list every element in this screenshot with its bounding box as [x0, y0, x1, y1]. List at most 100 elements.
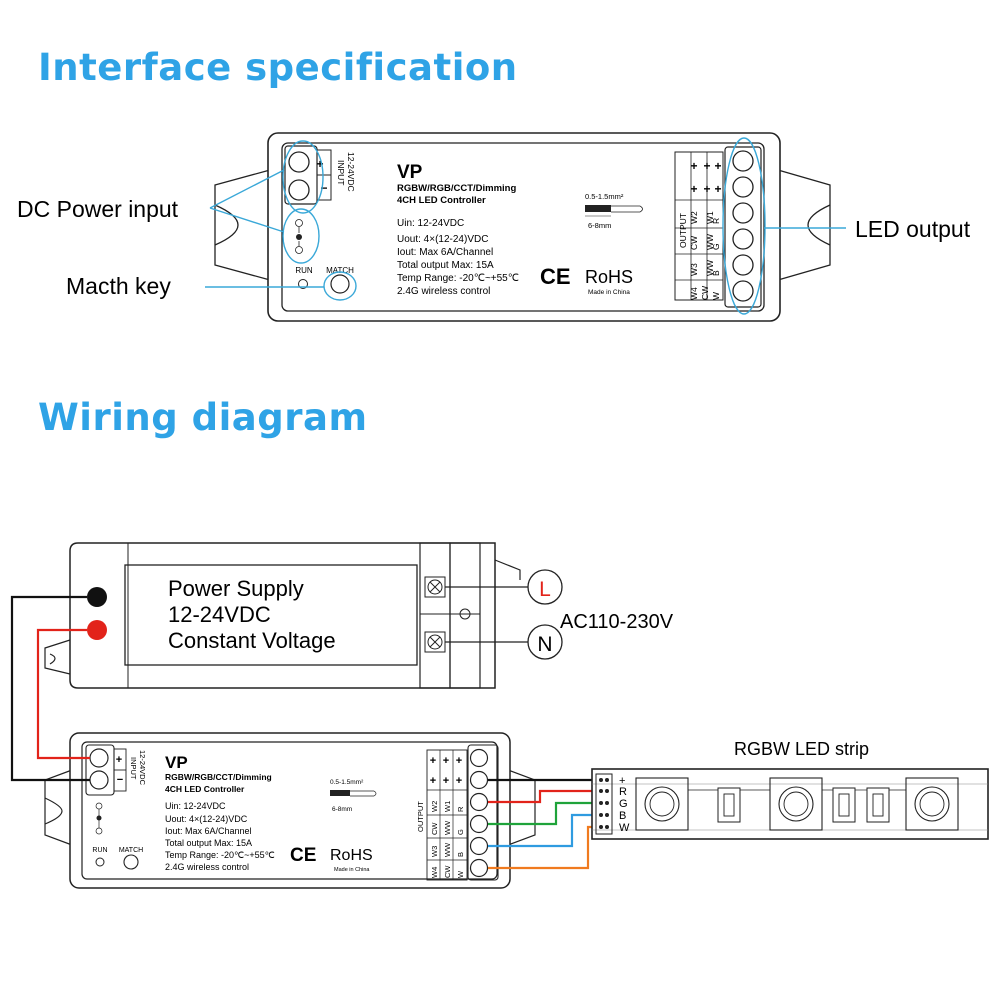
svg-text:+: +: [430, 755, 436, 767]
b-input-plus: +: [116, 754, 122, 766]
ps-line2: 12-24VDC: [168, 602, 271, 627]
out-b: B: [711, 270, 721, 276]
b-subtitle-2: 4CH LED Controller: [165, 784, 245, 794]
output-label: OUTPUT: [678, 213, 688, 248]
b-out-cw-1: CW: [430, 822, 439, 835]
controller-top: [214, 132, 831, 322]
controller-bottom: [44, 732, 536, 889]
b-spec-temp: Temp Range: -20℃~+55℃: [165, 850, 275, 860]
spec-uin: Uin: 12-24VDC: [397, 218, 464, 229]
strip-pin-plus: +: [619, 775, 625, 787]
b-out-w1: W1: [443, 801, 452, 812]
b-out-w2: W2: [430, 801, 439, 812]
svg-text:+: +: [703, 182, 710, 196]
strip-length: 6-8mm: [588, 221, 611, 230]
b-rohs-mark: RoHS: [330, 847, 373, 864]
controller-subtitle-1: RGBW/RGB/CCT/Dimming: [397, 183, 516, 194]
svg-text:+: +: [456, 775, 462, 787]
out-cw-2: CW: [700, 286, 710, 300]
spec-iout: Iout: Max 6A/Channel: [397, 247, 493, 258]
callout-dc-power-input: DC Power input: [17, 196, 179, 222]
strip-pin-r: R: [619, 786, 627, 798]
b-subtitle-1: RGBW/RGB/CCT/Dimming: [165, 772, 272, 782]
strip-pin-w: W: [619, 822, 630, 834]
out-w3: W3: [689, 263, 699, 276]
svg-text:+: +: [430, 775, 436, 787]
made-in-china: Made in China: [588, 289, 630, 296]
model-name: VP: [397, 162, 423, 183]
svg-text:+: +: [443, 755, 449, 767]
rohs-mark: RoHS: [585, 267, 633, 287]
b-out-ww-1: WW: [443, 820, 452, 835]
b-spec-uin: Uin: 12-24VDC: [165, 801, 226, 811]
b-spec-total: Total output Max: 15A: [165, 838, 252, 848]
out-cw-1: CW: [689, 236, 699, 250]
ps-line1: Power Supply: [168, 576, 304, 601]
input-voltage: 12-24VDC: [346, 152, 356, 192]
match-label: MATCH: [326, 266, 354, 275]
controller-subtitle-2: 4CH LED Controller: [397, 195, 486, 206]
ac-voltage-label: AC110-230V: [560, 611, 674, 633]
b-out-cw-2: CW: [443, 865, 452, 878]
b-spec-iout: Iout: Max 6A/Channel: [165, 826, 252, 836]
run-label: RUN: [295, 266, 313, 275]
out-ww-1: WW: [705, 234, 715, 250]
bottom-output-terminals: [469, 748, 489, 878]
svg-text:+: +: [714, 159, 721, 173]
strip-pin-g: G: [619, 798, 628, 810]
callout-led-output: LED output: [855, 216, 971, 242]
strip-pin-b: B: [619, 810, 626, 822]
svg-text:+: +: [703, 159, 710, 173]
led-strip-title: RGBW LED strip: [734, 739, 869, 759]
terminal-l: L: [539, 578, 551, 601]
input-minus: −: [320, 181, 327, 195]
b-run-label: RUN: [92, 847, 107, 854]
b-out-g: G: [456, 829, 465, 835]
b-ce-mark: CE: [290, 845, 316, 866]
b-input-label: INPUT: [129, 757, 138, 780]
out-ww-2: WW: [705, 260, 715, 276]
b-out-w3: W3: [430, 846, 439, 857]
b-output-plus-signs: +++ +++: [430, 755, 462, 787]
input-label: INPUT: [336, 160, 346, 186]
svg-text:+: +: [714, 182, 721, 196]
spec-total: Total output Max: 15A: [397, 260, 494, 271]
b-strip-length: 6-8mm: [332, 806, 352, 813]
spec-wireless: 2.4G wireless control: [397, 286, 490, 297]
b-wire-gauge: 0.5-1.5mm²: [330, 779, 364, 786]
callout-match-key: Macth key: [66, 273, 171, 299]
input-plus: +: [316, 157, 323, 171]
b-output-label: OUTPUT: [416, 801, 425, 832]
b-out-b: B: [456, 852, 465, 857]
interface-spec-title: Interface specification: [38, 46, 518, 89]
wire-gauge: 0.5-1.5mm²: [585, 192, 624, 201]
b-model-name: VP: [165, 753, 188, 772]
b-spec-uout: Uout: 4×(12-24)VDC: [165, 814, 248, 824]
out-w2: W2: [689, 211, 699, 224]
ce-mark: CE: [540, 264, 571, 289]
power-supply: [44, 542, 563, 689]
ps-positive-terminal: [87, 620, 107, 640]
wiring-diagram-title: Wiring diagram: [38, 396, 368, 439]
strip-pads: [599, 778, 609, 829]
terminal-n: N: [537, 633, 552, 656]
b-out-r: R: [456, 806, 465, 812]
out-w4: W4: [689, 287, 699, 300]
out-w1: W1: [705, 211, 715, 224]
b-made-in-china: Made in China: [334, 867, 370, 873]
out-w: W: [711, 292, 721, 300]
out-r: R: [711, 218, 721, 224]
b-spec-wireless: 2.4G wireless control: [165, 862, 249, 872]
b-input-voltage: 12-24VDC: [138, 750, 147, 786]
b-out-w: W: [456, 870, 465, 878]
b-out-w4: W4: [430, 867, 439, 878]
svg-text:+: +: [443, 775, 449, 787]
led-strip: [591, 768, 989, 840]
svg-text:+: +: [690, 182, 697, 196]
output-plus-signs: + + + + + +: [690, 159, 721, 196]
b-match-label: MATCH: [119, 847, 143, 854]
out-g: G: [711, 243, 721, 250]
svg-text:+: +: [690, 159, 697, 173]
callouts: [205, 137, 846, 315]
